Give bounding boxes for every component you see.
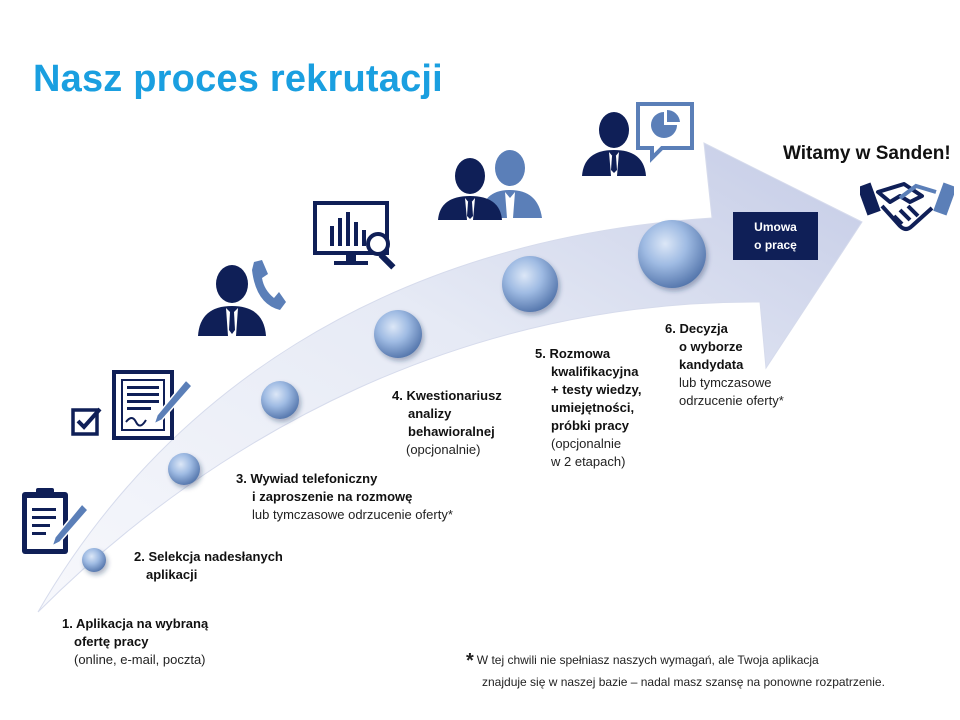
person-presentation-icon	[582, 102, 694, 176]
contract-document-icon	[112, 370, 194, 440]
step-1-note: (online, e-mail, poczta)	[74, 652, 206, 667]
step-6-line-1: 6. Decyzja	[665, 321, 728, 336]
milestone-ball-5	[502, 256, 558, 312]
step-2-line-2: aplikacji	[146, 567, 198, 582]
step-5-note-2: w 2 etapach)	[551, 454, 626, 469]
milestone-ball-3	[261, 381, 299, 419]
step-6-line-2: o wyborze	[679, 339, 743, 354]
milestone-ball-4	[374, 310, 422, 358]
step-5-line-3: + testy wiedzy,	[551, 382, 642, 397]
step-6-line-3: kandydata	[679, 357, 744, 372]
step-1-line-1: 1. Aplikacja na wybraną	[62, 616, 209, 631]
step-4-line-1: 4. Kwestionariusz	[392, 388, 502, 403]
milestone-ball-6	[638, 220, 706, 288]
footnote: *W tej chwili nie spełniasz naszych wyma…	[466, 650, 885, 693]
contract-box: Umowa o pracę	[733, 212, 818, 260]
footnote-line-2: znajduje się w naszej bazie – nadal masz…	[482, 675, 885, 689]
milestone-ball-1	[82, 548, 106, 572]
step-3-line-1: 3. Wywiad telefoniczny	[236, 471, 378, 486]
step-4-note: (opcjonalnie)	[406, 442, 481, 457]
person-phone-icon	[198, 260, 286, 336]
step-3-line-2: i zaproszenie na rozmowę	[252, 489, 413, 504]
handshake-icon	[860, 182, 954, 231]
milestone-ball-2	[168, 453, 200, 485]
checkbox-icon	[71, 407, 102, 436]
footnote-text-1: W tej chwili nie spełniasz naszych wymag…	[476, 653, 819, 667]
footnote-line-1: *W tej chwili nie spełniasz naszych wyma…	[466, 650, 885, 672]
contract-line-2: o pracę	[754, 238, 797, 252]
step-6-note-1: lub tymczasowe	[679, 375, 772, 390]
step-4-line-2: analizy	[408, 406, 452, 421]
clipboard-icon	[22, 488, 88, 554]
step-6: 6. Decyzja o wyborze kandydata lub tymcz…	[665, 320, 784, 410]
step-1: 1. Aplikacja na wybraną ofertę pracy (on…	[62, 615, 208, 669]
step-5-line-2: kwalifikacyjna	[551, 364, 639, 379]
step-6-note-2: odrzucenie oferty*	[679, 393, 784, 408]
footnote-star: *	[466, 650, 474, 672]
step-5-line-5: próbki pracy	[551, 418, 630, 433]
welcome-heading: Witamy w Sanden!	[783, 143, 951, 164]
step-2: 2. Selekcja nadesłanych aplikacji	[134, 548, 283, 584]
step-1-line-2: ofertę pracy	[74, 634, 149, 649]
step-5-note-1: (opcjonalnie	[551, 436, 622, 451]
step-3-note: lub tymczasowe odrzucenie oferty*	[252, 507, 453, 522]
step-5-line-1: 5. Rozmowa	[535, 346, 611, 361]
step-4: 4. Kwestionariusz analizy behawioralnej …	[392, 387, 502, 459]
monitor-chart-search-icon	[313, 201, 396, 270]
step-3: 3. Wywiad telefoniczny i zaproszenie na …	[236, 470, 453, 524]
step-4-line-3: behawioralnej	[408, 424, 495, 439]
step-2-line-1: 2. Selekcja nadesłanych	[134, 549, 283, 564]
step-5-line-4: umiejętności,	[551, 400, 635, 415]
step-5: 5. Rozmowa kwalifikacyjna + testy wiedzy…	[535, 345, 641, 471]
two-persons-icon	[438, 150, 542, 220]
contract-line-1: Umowa	[754, 220, 797, 234]
page-title: Nasz proces rekrutacji	[33, 58, 443, 100]
